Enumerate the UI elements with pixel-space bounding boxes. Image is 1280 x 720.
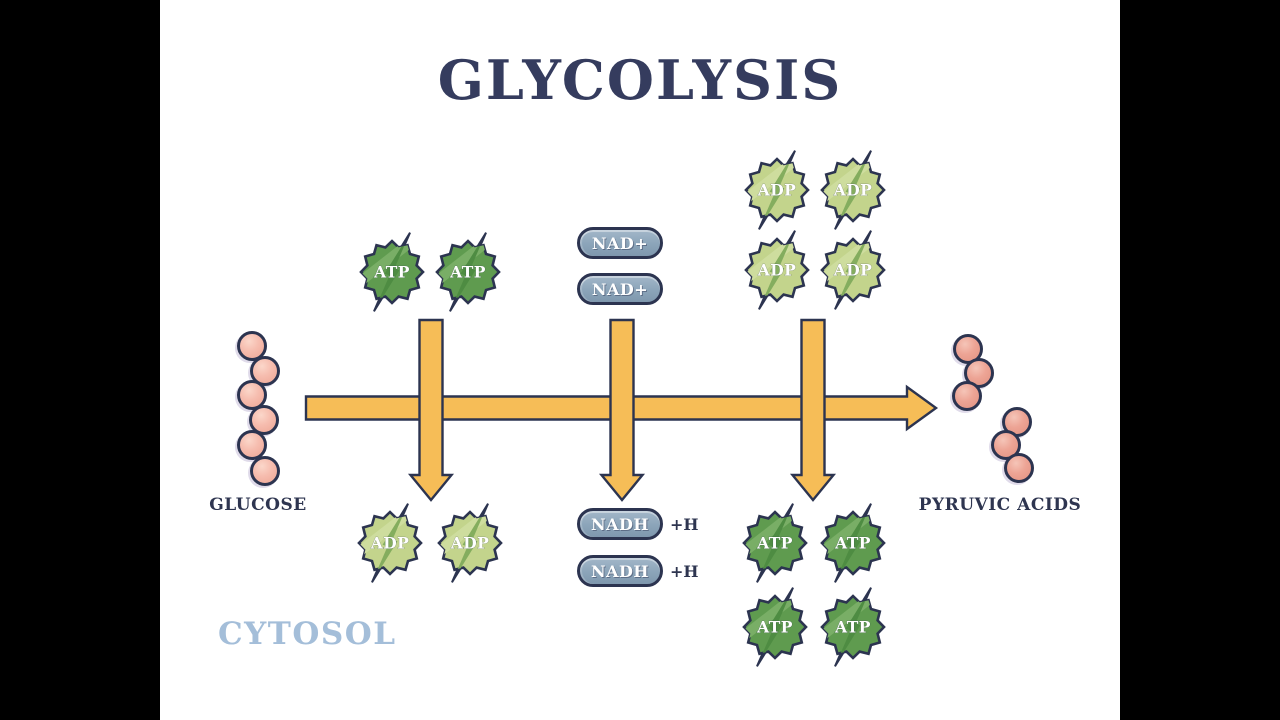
nadh-pill: NADH [577,508,663,540]
nadh-token: NADH +H [577,555,699,587]
pyruvic-circle [1004,453,1034,483]
pyruvic-acids-label: PYRUVIC ACIDS [918,495,1082,515]
nad-plus-pill: NAD+ [577,227,663,259]
nad-plus-token: NAD+ [577,273,663,305]
adp-token: ADP [352,505,428,581]
nadh-pill: NADH [577,555,663,587]
cytosol-label: CYTOSOL [218,616,397,652]
atp-label: ATP [834,618,871,637]
plus-h-label: +H [670,514,699,534]
atp-token: ATP [430,234,506,310]
page-title: GLYCOLYSIS [437,48,843,112]
adp-label: ADP [450,534,490,553]
atp-token: ATP [815,589,891,665]
atp-token: ATP [815,505,891,581]
adp-token: ADP [815,152,891,228]
adp-token: ADP [739,232,815,308]
atp-token: ATP [737,505,813,581]
adp-label: ADP [833,261,873,280]
letterbox-left [0,0,160,720]
step1-down-arrow [407,318,455,502]
plus-h-label: +H [670,561,699,581]
adp-label: ADP [833,181,873,200]
atp-token: ATP [737,589,813,665]
glucose-circle [237,380,267,410]
atp-label: ATP [834,534,871,553]
adp-label: ADP [757,261,797,280]
atp-label: ATP [449,263,486,282]
main-pathway-arrow [304,384,939,432]
atp-label: ATP [756,618,793,637]
atp-label: ATP [756,534,793,553]
step3-down-arrow [789,318,837,502]
nadh-token: NADH +H [577,508,699,540]
adp-token: ADP [432,505,508,581]
adp-label: ADP [757,181,797,200]
letterbox-right [1120,0,1280,720]
pyruvic-circle [952,381,982,411]
nad-plus-pill: NAD+ [577,273,663,305]
adp-label: ADP [370,534,410,553]
glucose-label: GLUCOSE [209,495,307,515]
diagram-canvas: GLYCOLYSIS GLUCOSE PYRUVIC ACIDS ATP A [160,0,1120,720]
step2-down-arrow [598,318,646,502]
adp-token: ADP [739,152,815,228]
glucose-circle [237,430,267,460]
adp-token: ADP [815,232,891,308]
glucose-circle [250,456,280,486]
nad-plus-token: NAD+ [577,227,663,259]
atp-label: ATP [373,263,410,282]
atp-token: ATP [354,234,430,310]
